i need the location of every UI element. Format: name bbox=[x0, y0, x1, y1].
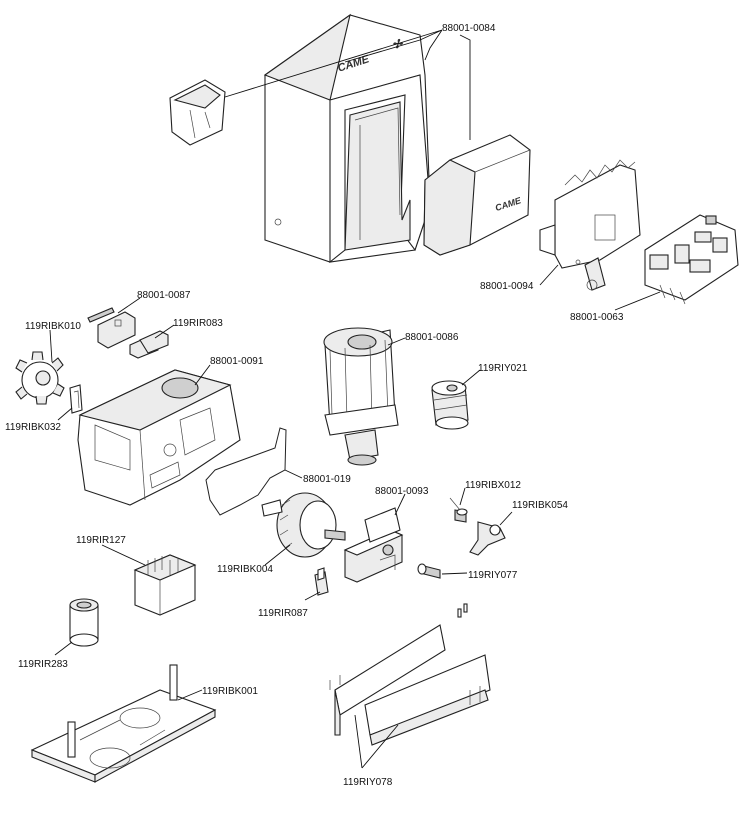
label-119RIBK032: 119RIBK032 bbox=[5, 422, 61, 433]
motor bbox=[323, 327, 399, 466]
cover-end-cap bbox=[169, 79, 226, 146]
label-119RIR083: 119RIR083 bbox=[173, 318, 223, 329]
gasket bbox=[205, 427, 287, 516]
label-88001-0084: 88001-0084 bbox=[442, 23, 496, 34]
drive-gear bbox=[15, 351, 65, 405]
coupling bbox=[431, 380, 469, 430]
label-119RIBK001: 119RIBK001 bbox=[202, 686, 258, 697]
electronic-board bbox=[644, 214, 739, 305]
transformer bbox=[133, 554, 197, 616]
release-lever bbox=[469, 521, 506, 556]
small-plugs bbox=[129, 330, 169, 359]
label-119RIY021: 119RIY021 bbox=[478, 363, 528, 374]
label-119RIBK004: 119RIBK004 bbox=[217, 564, 273, 575]
mounting-brackets bbox=[329, 624, 491, 746]
screw bbox=[449, 497, 468, 523]
label-119RIR283: 119RIR283 bbox=[18, 659, 68, 670]
side-cover: CAME bbox=[423, 134, 531, 256]
worm-gear bbox=[261, 492, 346, 558]
label-119RIY077: 119RIY077 bbox=[468, 570, 518, 581]
base-plate bbox=[30, 664, 217, 783]
label-88001-0063: 88001-0063 bbox=[570, 312, 624, 323]
label-88001-0091: 88001-0091 bbox=[210, 356, 264, 367]
pins bbox=[457, 603, 468, 618]
board-bracket bbox=[539, 159, 641, 291]
label-88001-0087: 88001-0087 bbox=[137, 290, 191, 301]
label-88001-0086: 88001-0086 bbox=[405, 332, 459, 343]
label-119RIR087: 119RIR087 bbox=[258, 608, 308, 619]
label-88001-019: 88001-019 bbox=[303, 474, 351, 485]
label-119RIBK010: 119RIBK010 bbox=[25, 321, 81, 332]
bolt bbox=[417, 563, 441, 579]
label-119RIBK054: 119RIBK054 bbox=[512, 500, 568, 511]
main-cover: CAME ✢ bbox=[263, 13, 431, 264]
label-88001-0094: 88001-0094 bbox=[480, 281, 534, 292]
capacitor bbox=[69, 598, 99, 647]
limit-switch bbox=[343, 507, 404, 583]
label-119RIY078: 119RIY078 bbox=[343, 777, 393, 788]
gearbox-housing bbox=[77, 369, 241, 506]
pin-block bbox=[87, 307, 136, 349]
label-119RIR127: 119RIR127 bbox=[76, 535, 126, 546]
clip bbox=[69, 384, 83, 414]
label-88001-0093: 88001-0093 bbox=[375, 486, 429, 497]
part-labels: 88001-0084 88001-0094 88001-0063 88001-0… bbox=[5, 23, 624, 788]
connector bbox=[314, 567, 329, 596]
label-119RIBX012: 119RIBX012 bbox=[465, 480, 521, 491]
